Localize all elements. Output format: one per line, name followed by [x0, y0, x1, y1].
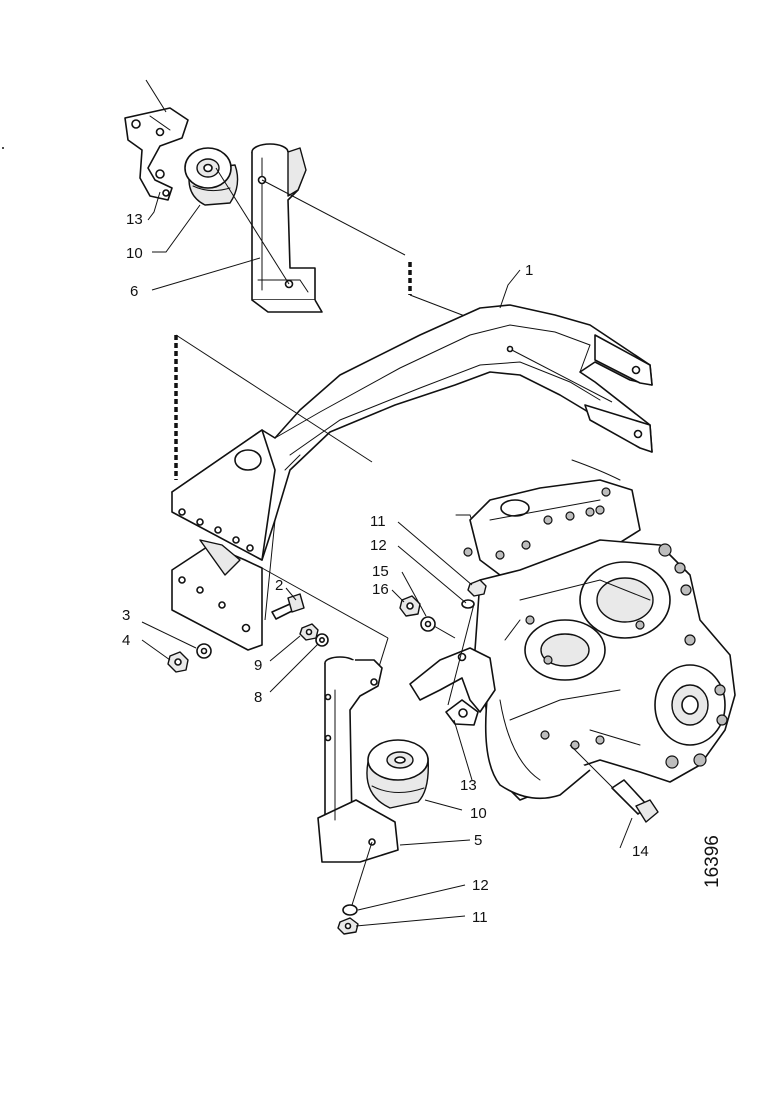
callout-6: 6 — [130, 283, 138, 300]
callout-10-bottom: 10 — [470, 805, 487, 822]
callout-labels: 1 6 10 13 2 3 4 9 8 11 12 15 16 13 10 5 … — [122, 211, 649, 926]
callout-13-bottom: 13 — [460, 777, 477, 794]
upper-rubber-mount-10 — [184, 147, 239, 206]
engine-bracket-13 — [409, 647, 496, 726]
callout-1: 1 — [525, 262, 533, 279]
callout-5: 5 — [474, 832, 482, 849]
callout-14: 14 — [632, 843, 649, 860]
callout-12-top: 12 — [370, 537, 387, 554]
callout-16: 16 — [372, 581, 389, 598]
engine-nut-16 — [399, 595, 421, 617]
lower-stay-5 — [317, 656, 399, 863]
stray-mark — [2, 147, 4, 149]
fastener-bolt-2 — [271, 593, 305, 620]
upper-bracket-13 — [124, 107, 189, 201]
callout-8: 8 — [254, 689, 262, 706]
gearbox-bolt-14 — [569, 744, 659, 823]
callout-12-bottom: 12 — [472, 877, 489, 894]
callout-4: 4 — [122, 632, 130, 649]
lower-rubber-mount-10 — [366, 739, 429, 809]
callout-leaders — [141, 79, 633, 927]
fastener-washer-8 — [315, 633, 329, 647]
upper-bracket-6 — [251, 143, 323, 313]
callout-11-bottom: 11 — [472, 909, 488, 926]
engine-fasteners-11-12 — [461, 579, 487, 609]
lower-fasteners-11-12 — [337, 841, 373, 935]
callout-3: 3 — [122, 607, 130, 624]
callout-11-top: 11 — [370, 513, 386, 530]
upper-mount-group — [124, 107, 471, 319]
callout-9: 9 — [254, 657, 262, 674]
lower-left-bracket — [171, 519, 276, 651]
callout-10-top: 10 — [126, 245, 143, 262]
fastener-nut-4 — [167, 651, 189, 673]
callout-2: 2 — [275, 577, 283, 594]
callout-13-top: 13 — [126, 211, 143, 228]
drawing-reference-number: 16396 — [702, 835, 723, 888]
fastener-nut-9 — [299, 623, 319, 641]
engine-washer-15 — [420, 616, 436, 632]
crossmember-1 — [171, 304, 653, 561]
callout-15: 15 — [372, 563, 389, 580]
engine-gearbox-outline — [455, 459, 736, 801]
fastener-washer-3 — [196, 643, 212, 659]
